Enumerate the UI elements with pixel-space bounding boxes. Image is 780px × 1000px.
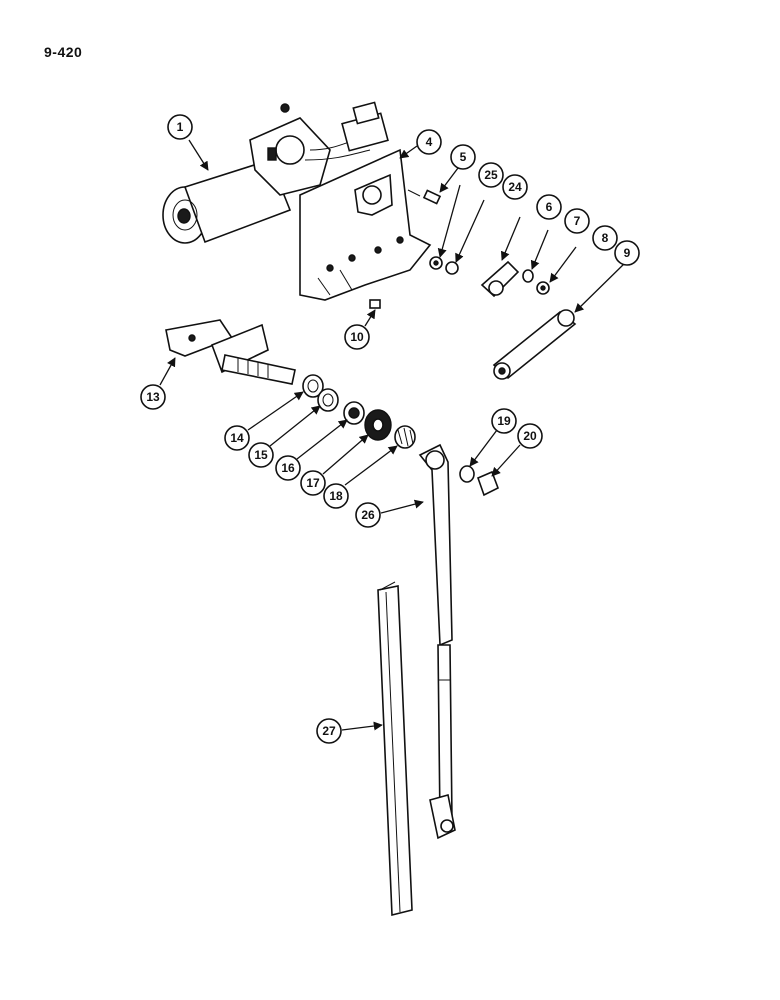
svg-text:19: 19 [497,414,511,428]
nut-25 [429,256,443,270]
svg-text:15: 15 [254,448,268,462]
callout-13: 13 [140,384,166,410]
callout-1: 1 [167,114,193,140]
washer-14 [302,374,324,398]
wiper-arm [418,443,456,840]
svg-text:24: 24 [508,180,522,194]
svg-text:18: 18 [329,489,343,503]
nut-8 [536,281,550,295]
callout-25: 25 [478,162,504,188]
svg-text:9: 9 [624,246,631,260]
callout-24: 24 [502,174,528,200]
page-number: 9-420 [44,44,83,60]
svg-text:17: 17 [306,476,320,490]
callout-15: 15 [248,442,274,468]
svg-text:20: 20 [523,429,537,443]
svg-text:5: 5 [460,150,467,164]
svg-text:16: 16 [281,461,295,475]
washer-7 [522,269,534,283]
mounting-bracket [299,148,432,301]
svg-text:26: 26 [361,508,375,522]
wiper-motor [162,101,389,244]
svg-text:7: 7 [574,214,581,228]
svg-text:13: 13 [146,390,160,404]
callout-14: 14 [224,425,250,451]
callout-17: 17 [300,470,326,496]
callout-8: 8 [592,225,618,251]
callout-10: 10 [344,324,370,350]
washer-19 [459,465,475,483]
screw-24 [445,261,459,275]
leader-lines [159,139,628,731]
callout-20: 20 [517,423,543,449]
bolt [407,189,442,205]
cap-nut-20 [476,470,500,497]
callout-16: 16 [275,455,301,481]
svg-text:14: 14 [230,431,244,445]
screw-10 [369,299,381,309]
callout-27: 27 [316,718,342,744]
bushing-17 [364,409,392,441]
callout-9: 9 [614,240,640,266]
svg-text:6: 6 [546,200,553,214]
svg-text:1: 1 [177,120,184,134]
knurled-cap-18 [394,425,416,449]
svg-text:27: 27 [322,724,336,738]
pivot-shaft [165,319,296,385]
wiper-blade [377,581,413,917]
svg-text:4: 4 [426,135,433,149]
callout-4: 4 [416,129,442,155]
nut-16 [343,401,365,425]
callout-19: 19 [491,408,517,434]
callout-7: 7 [564,208,590,234]
callout-6: 6 [536,194,562,220]
svg-text:10: 10 [350,330,364,344]
washer-15 [317,388,339,412]
callout-18: 18 [323,483,349,509]
callout-5: 5 [450,144,476,170]
callout-26: 26 [355,502,381,528]
svg-text:25: 25 [484,168,498,182]
crank-lever [480,260,520,298]
link-arm [492,309,577,380]
svg-text:8: 8 [602,231,609,245]
